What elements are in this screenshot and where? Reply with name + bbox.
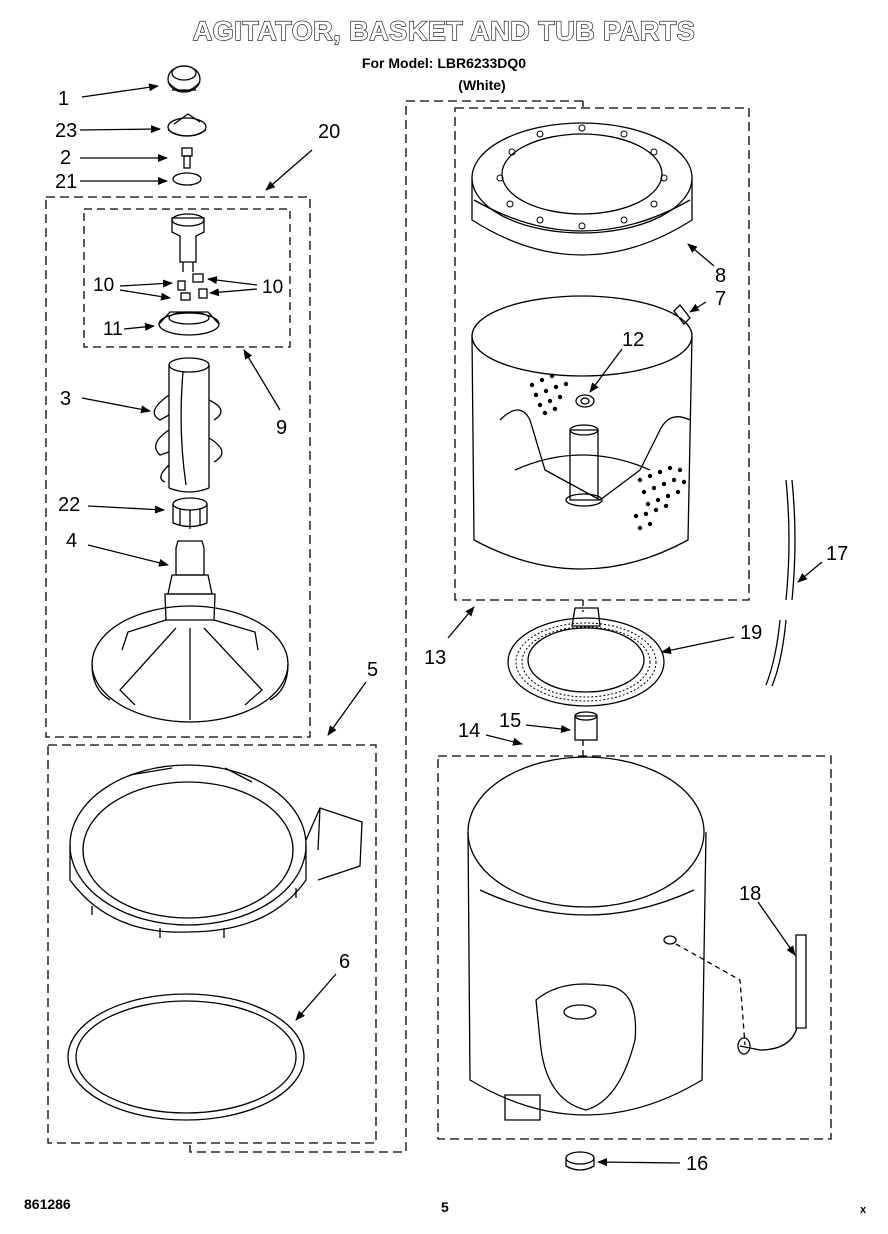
group-box-14 — [437, 755, 832, 1140]
callout-11: 11 — [103, 319, 123, 340]
part-17-hose — [765, 479, 796, 687]
diagram-title: AGITATOR, BASKET AND TUB PARTS — [192, 15, 696, 46]
part-4-agitator-base — [91, 540, 289, 723]
part-3-agitator-barrel — [153, 357, 223, 493]
document-number: 861286 — [24, 1196, 71, 1212]
group-box-5 — [47, 744, 377, 1144]
callout-2: 2 — [60, 147, 72, 169]
model-line: For Model: LBR6233DQ0 — [361, 55, 527, 71]
callout-22: 22 — [58, 494, 81, 516]
connector-line — [189, 100, 583, 1153]
part-1-agitator-cap — [167, 65, 201, 93]
callout-15: 15 — [499, 710, 522, 732]
callout-21: 21 — [55, 171, 78, 193]
callout-5: 5 — [367, 659, 379, 681]
basket-perforations — [529, 373, 687, 531]
leader-lines — [79, 83, 823, 1167]
callout-19: 19 — [740, 622, 763, 644]
group-box-9 — [83, 208, 291, 348]
callout-9: 9 — [276, 417, 288, 439]
part-15-spin-nut — [574, 711, 598, 741]
callout-7: 7 — [715, 288, 727, 310]
part-19-hub — [507, 607, 665, 707]
callout-8: 8 — [715, 265, 727, 287]
part-22-bearing — [172, 497, 208, 529]
callout-10-right: 10 — [262, 277, 284, 298]
callout-12: 12 — [622, 329, 645, 351]
callout-10-left: 10 — [93, 275, 115, 296]
part-23-cap-seal — [167, 113, 207, 137]
callout-1: 1 — [58, 88, 70, 110]
part-8-balance-ring — [471, 122, 693, 256]
callout-14: 14 — [458, 720, 481, 742]
callout-4: 4 — [66, 530, 78, 552]
part-6-gasket — [67, 993, 305, 1121]
callout-6: 6 — [339, 951, 351, 973]
group-box-20 — [45, 196, 311, 738]
callout-18: 18 — [739, 883, 762, 905]
callout-13: 13 — [424, 647, 447, 669]
hub-teeth — [515, 622, 657, 702]
part-10-dogs — [177, 273, 208, 301]
part-2-bolt — [181, 147, 193, 169]
group-box-13 — [454, 107, 750, 601]
part-14-outer-tub — [467, 756, 746, 1121]
callout-16: 16 — [686, 1153, 709, 1175]
color-line: (White) — [458, 77, 506, 93]
corner-mark: x — [860, 1204, 867, 1216]
part-18-drain-hose — [737, 934, 807, 1055]
page-number: 5 — [441, 1199, 449, 1215]
part-21-washer — [172, 172, 202, 186]
part-7-clip — [673, 304, 691, 325]
part-11-dog-retainer — [158, 311, 220, 336]
callout-20: 20 — [318, 121, 341, 143]
balance-ring-holes — [496, 124, 668, 230]
part-12-nut — [575, 394, 595, 408]
part-13-basket — [471, 295, 693, 570]
part-16-plug — [565, 1151, 595, 1171]
callout-23: 23 — [55, 120, 78, 142]
callout-17: 17 — [826, 543, 849, 565]
callout-3: 3 — [60, 388, 72, 410]
part-9-cam-assembly — [171, 213, 205, 272]
part-5-tub-ring — [69, 764, 363, 938]
